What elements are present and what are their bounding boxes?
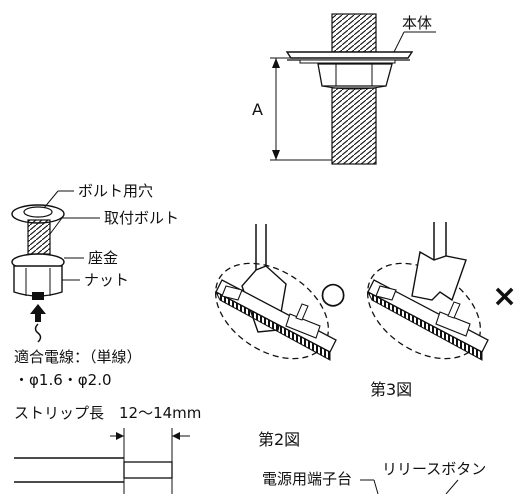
dimension-a-label: A [252,100,263,119]
mounting-bolt-label: 取付ボルト [104,209,179,227]
body-leader-tail [393,31,405,53]
release-button-label: リリースボタン [382,460,486,478]
top-bolt-figure: A 本体 [252,13,436,165]
fig3-label: 第3図 [370,380,412,399]
ok-mark: ○ [320,276,346,311]
bare-conductor [123,461,173,479]
release-button-leader [445,479,459,495]
terminal-ok-figure [214,224,337,361]
wire-title: 適合電線：（単線） [14,348,142,366]
bolt-hole-ellipse [23,206,53,218]
fig2-label: 第2図 [258,430,300,449]
screwdriver-tip-ng [411,250,467,302]
terminal-ng-figure [366,222,489,361]
insert-arrow-icon [30,304,46,322]
bolt-lower-thread [331,87,377,165]
strip-length: ストリップ長 12〜14mm [14,404,201,422]
ng-mark: × [492,279,517,314]
dimension-a-line [270,57,332,161]
assembly-nut [13,265,63,297]
assembly-thread [27,219,51,255]
washer-label: 座金 [88,249,118,267]
bolt-upper-thread [331,13,377,53]
top-nut [317,63,393,90]
bolt-assembly-figure: ボルト用穴 取付ボルト 座金 ナット [11,182,179,343]
power-terminal-label: 電源用端子台 [262,470,352,488]
wire-sizes: ・φ1.6・φ2.0 [14,371,112,389]
bolt-hole-label: ボルト用穴 [78,182,153,200]
wavy-line [34,323,42,343]
bolt-tip [32,292,44,300]
wire-strip-figure [14,428,190,494]
body-label: 本体 [402,14,432,32]
nut-label: ナット [84,271,129,289]
body-plate [285,51,414,64]
